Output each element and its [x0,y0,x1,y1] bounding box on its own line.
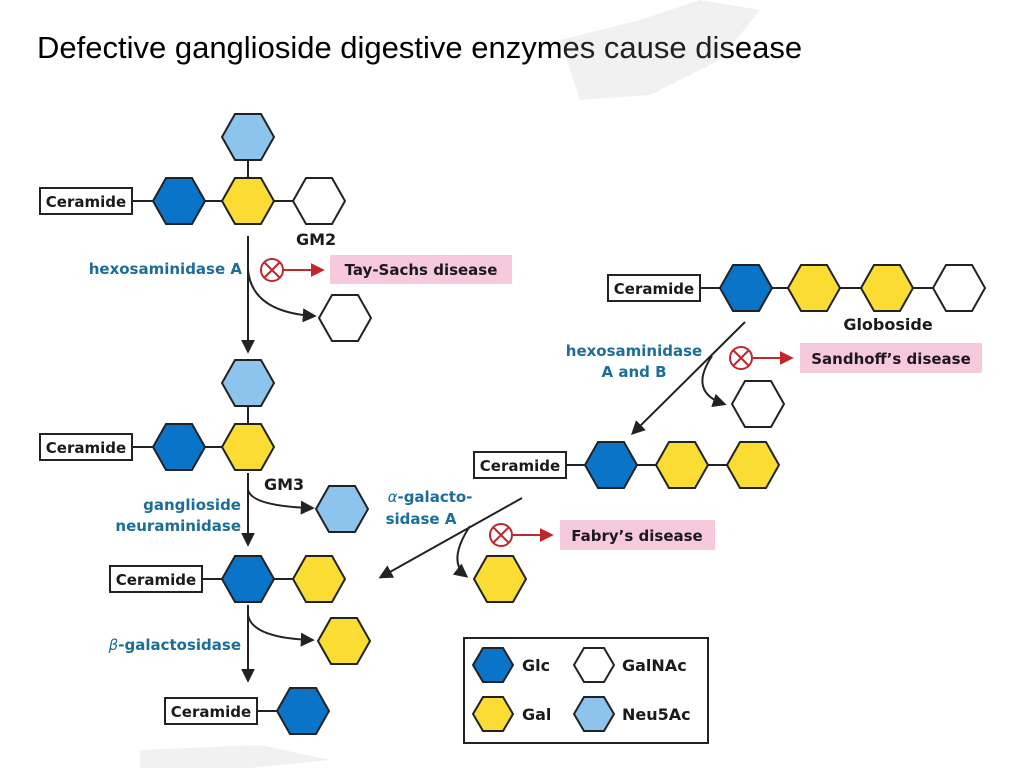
fabry-label: Fabry’s disease [571,527,702,545]
hexosaminidase-a-label: hexosaminidase A [89,260,243,278]
released-gal-hexagon [472,555,528,603]
gm2-molecule: Ceramide GM2 [39,113,347,249]
alpha-galactosidase-step: α-galacto- sidase A Fabry’s disease [378,488,715,603]
fabry-badge [560,520,715,550]
ceramide-box [39,433,133,461]
hexosaminidase-a-step: hexosaminidase A Tay-Sachs disease [89,236,512,354]
legend-gal-label: Gal [522,705,551,724]
legend-glc-swatch [471,647,515,683]
glc-hexagon [583,441,639,489]
gal-hexagon [291,555,347,603]
ceramide-label: Ceramide [116,571,196,589]
release-arrow [247,614,315,647]
release-arrow [247,489,315,515]
legend-galnac-label: GalNAc [622,656,687,675]
gal-hexagon [786,264,842,312]
lactosylceramide-molecule: Ceramide [109,555,347,603]
glucosylceramide-molecule: Ceramide [164,687,331,735]
ceramide-box [109,565,203,593]
gal-hexagon [220,423,276,471]
ceramide-box [473,451,567,479]
tay-sachs-label: Tay-Sachs disease [345,261,498,279]
beta-galactosidase-label: β-galactosidase [108,636,241,654]
release-arrow [247,269,317,323]
block-icon-stroke [263,261,281,279]
legend-neu5ac-swatch [572,696,616,732]
alpha-galactosidase-label-line2: sidase A [386,510,457,528]
neu5ac-hexagon [220,113,276,161]
block-icon-stroke [732,349,750,367]
neuraminidase-label-line1: ganglioside [143,496,241,514]
gm2-label: GM2 [296,230,336,249]
ceramide-label: Ceramide [171,703,251,721]
gm3-label: GM3 [264,475,304,494]
ceramide-label: Ceramide [46,193,126,211]
alpha-symbol: α [388,488,398,506]
legend: Glc GalNAc Gal Neu5Ac [463,637,709,744]
globoside-label: Globoside [843,315,933,334]
glc-hexagon [151,177,207,225]
block-icon-stroke [492,526,510,544]
legend-galnac-swatch [572,647,616,683]
globoside-molecule: Ceramide Globoside [607,264,987,334]
alpha-galactosidase-text: -galacto- [397,488,472,506]
beta-symbol: β [108,636,119,654]
hexosaminidase-ab-step: hexosaminidase A and B Sandhoff’s diseas… [566,321,982,435]
beta-galactosidase-step: β-galactosidase [108,605,372,683]
ceramide-label: Ceramide [46,439,126,457]
tay-sachs-badge [330,255,512,284]
gal-hexagon [654,441,710,489]
ceramide-box [39,187,133,215]
released-gal-hexagon [316,617,372,665]
glc-hexagon [718,264,774,312]
glc-hexagon [275,687,331,735]
background-watermark [140,0,760,768]
gal-hexagon [220,177,276,225]
alpha-galactosidase-label-line1: α-galacto- [388,488,473,506]
gm3-molecule: Ceramide GM3 [39,359,304,494]
beta-galactosidase-text: -galactosidase [118,636,241,654]
release-arrow [452,525,471,578]
sandhoff-label: Sandhoff’s disease [811,350,971,368]
pathway-arrow [631,321,746,435]
hexosaminidase-ab-label-line1: hexosaminidase [566,342,702,360]
glc-hexagon [151,423,207,471]
legend-gal-swatch [471,696,515,732]
pathway-arrow [378,497,523,579]
ceramide-label: Ceramide [480,457,560,475]
neuraminidase-label-line2: neuraminidase [115,517,241,535]
ceramide-label: Ceramide [614,280,694,298]
glc-hexagon [220,555,276,603]
hexosaminidase-ab-label-line2: A and B [601,363,666,381]
neu5ac-hexagon [220,359,276,407]
neuraminidase-step: ganglioside neuraminidase [115,473,370,547]
released-galnac-hexagon [317,294,373,342]
galnac-hexagon [291,177,347,225]
ceramide-box [164,697,258,725]
released-galnac-hexagon [730,380,786,428]
slide-title: Defective ganglioside digestive enzymes … [37,30,803,65]
legend-glc-label: Glc [522,656,550,675]
release-arrow [701,355,727,408]
gal-hexagon [859,264,915,312]
sandhoff-badge [800,343,982,373]
legend-neu5ac-label: Neu5Ac [622,705,691,724]
galnac-hexagon [931,264,987,312]
trihexosylceramide-molecule: Ceramide [473,441,781,489]
released-neu5ac-hexagon [314,485,370,533]
gal-hexagon [725,441,781,489]
ceramide-box [607,274,701,302]
